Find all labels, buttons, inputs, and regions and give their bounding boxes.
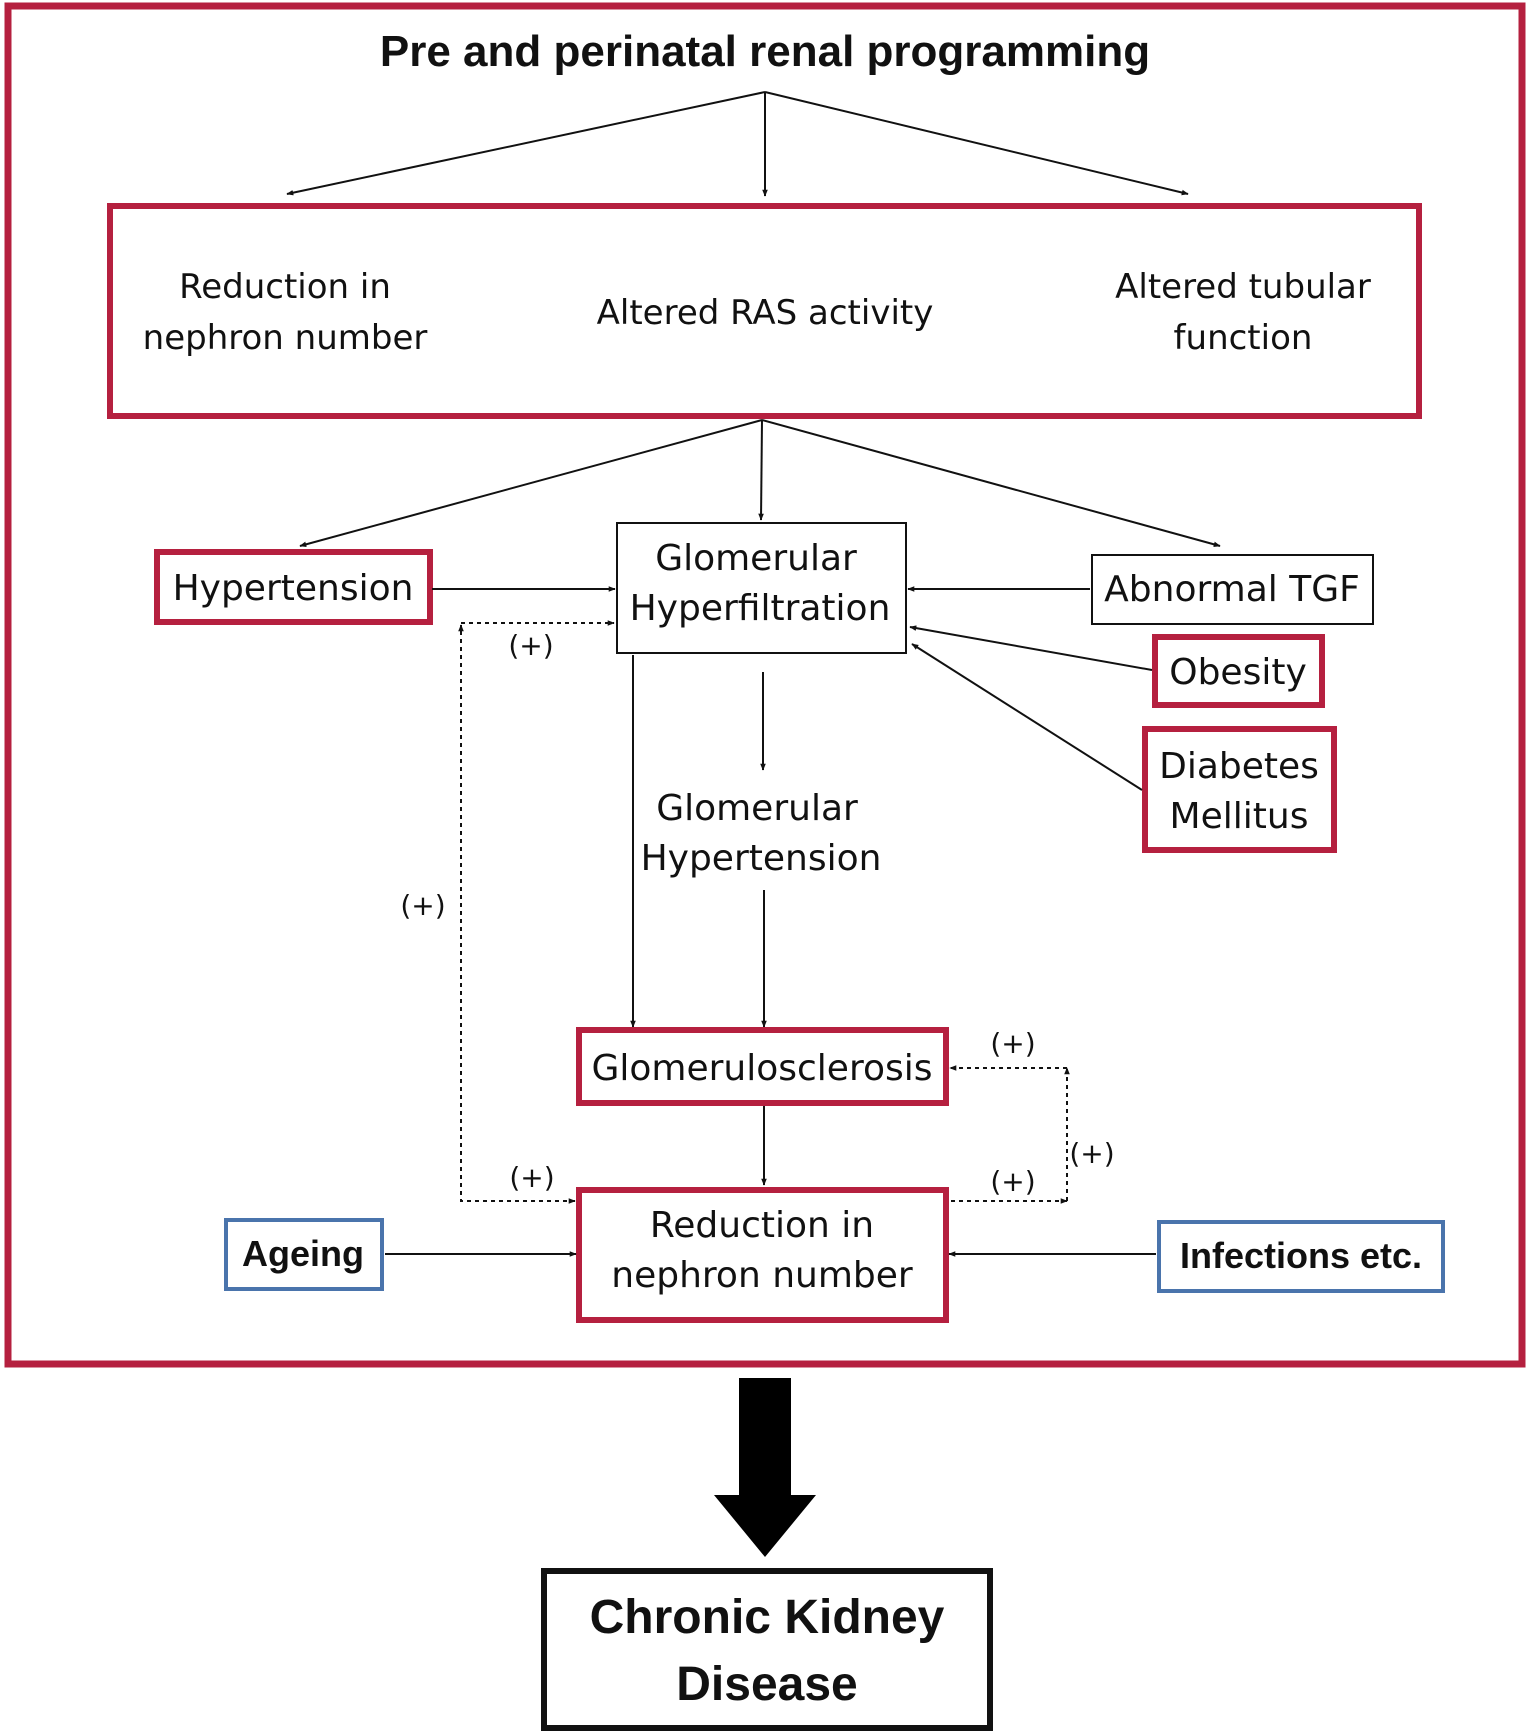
nephron-reduction-line1: Reduction in: [650, 1205, 874, 1246]
big-down-arrow: [714, 1378, 816, 1557]
glomerulosclerosis-box: [576, 1027, 949, 1106]
effect-tubular-line2: function: [1174, 318, 1313, 358]
arrow-diabetes-to-hyperfiltration: [911, 643, 1143, 791]
effect-nephron-line1: Reduction in: [179, 267, 391, 307]
arrow-title-to-nephron: [286, 91, 766, 196]
diabetes-line2: Mellitus: [1170, 796, 1309, 837]
hyperfiltration-line2: Hyperfiltration: [630, 588, 891, 629]
feedback-label-left: (+): [400, 889, 445, 922]
effect-ras: Altered RAS activity: [597, 293, 934, 333]
obesity-label: Obesity: [1169, 652, 1307, 693]
glomerular-hypertension-line2: Hypertension: [641, 838, 882, 879]
feedback-loop-left: [458, 624, 576, 1204]
ckd-line1: Chronic Kidney: [590, 1591, 945, 1644]
feedback-label-right-side: (+): [1069, 1137, 1114, 1170]
abnormal-tgf-box: [1091, 554, 1374, 625]
effect-tubular-line1: Altered tubular: [1115, 267, 1371, 307]
hypertension-box: [154, 549, 433, 625]
arrow-effects-to-hyperfiltration: [758, 419, 764, 521]
nephron-reduction-box: [576, 1187, 949, 1323]
diabetes-line1: Diabetes: [1159, 746, 1319, 787]
obesity-box: [1152, 634, 1325, 708]
arrow-effects-to-tgf: [761, 419, 1221, 548]
ckd-line2: Disease: [676, 1658, 857, 1711]
feedback-label-right-bottom: (+): [990, 1165, 1035, 1198]
feedback-label-right-top: (+): [990, 1027, 1035, 1060]
hyperfiltration-box: [616, 522, 907, 654]
hyperfiltration-line1: Glomerular: [655, 538, 857, 579]
arrow-effects-to-hypertension: [299, 419, 763, 548]
abnormal-tgf-label: Abnormal TGF: [1104, 569, 1360, 610]
ckd-box: [541, 1568, 993, 1731]
infections-label: Infections etc.: [1180, 1235, 1422, 1276]
effect-nephron-line2: nephron number: [143, 318, 428, 358]
ageing-label: Ageing: [242, 1233, 364, 1274]
diagram-title: Pre and perinatal renal programming: [380, 27, 1150, 76]
feedback-label-top: (+): [508, 629, 553, 662]
ageing-box: [224, 1218, 384, 1291]
arrow-title-to-tubular: [764, 91, 1189, 196]
glomerular-hypertension-line1: Glomerular: [656, 788, 858, 829]
outer-frame: [4, 2, 1526, 1368]
hypertension-label: Hypertension: [173, 568, 414, 609]
programming-effects-box: [107, 203, 1422, 419]
glomerulosclerosis-label: Glomerulosclerosis: [591, 1048, 932, 1089]
nephron-reduction-line2: nephron number: [611, 1255, 913, 1296]
diabetes-box: [1142, 726, 1337, 853]
infections-box: [1157, 1220, 1445, 1293]
arrow-obesity-to-hyperfiltration: [909, 625, 1153, 671]
feedback-label-bottom-left: (+): [509, 1161, 554, 1194]
